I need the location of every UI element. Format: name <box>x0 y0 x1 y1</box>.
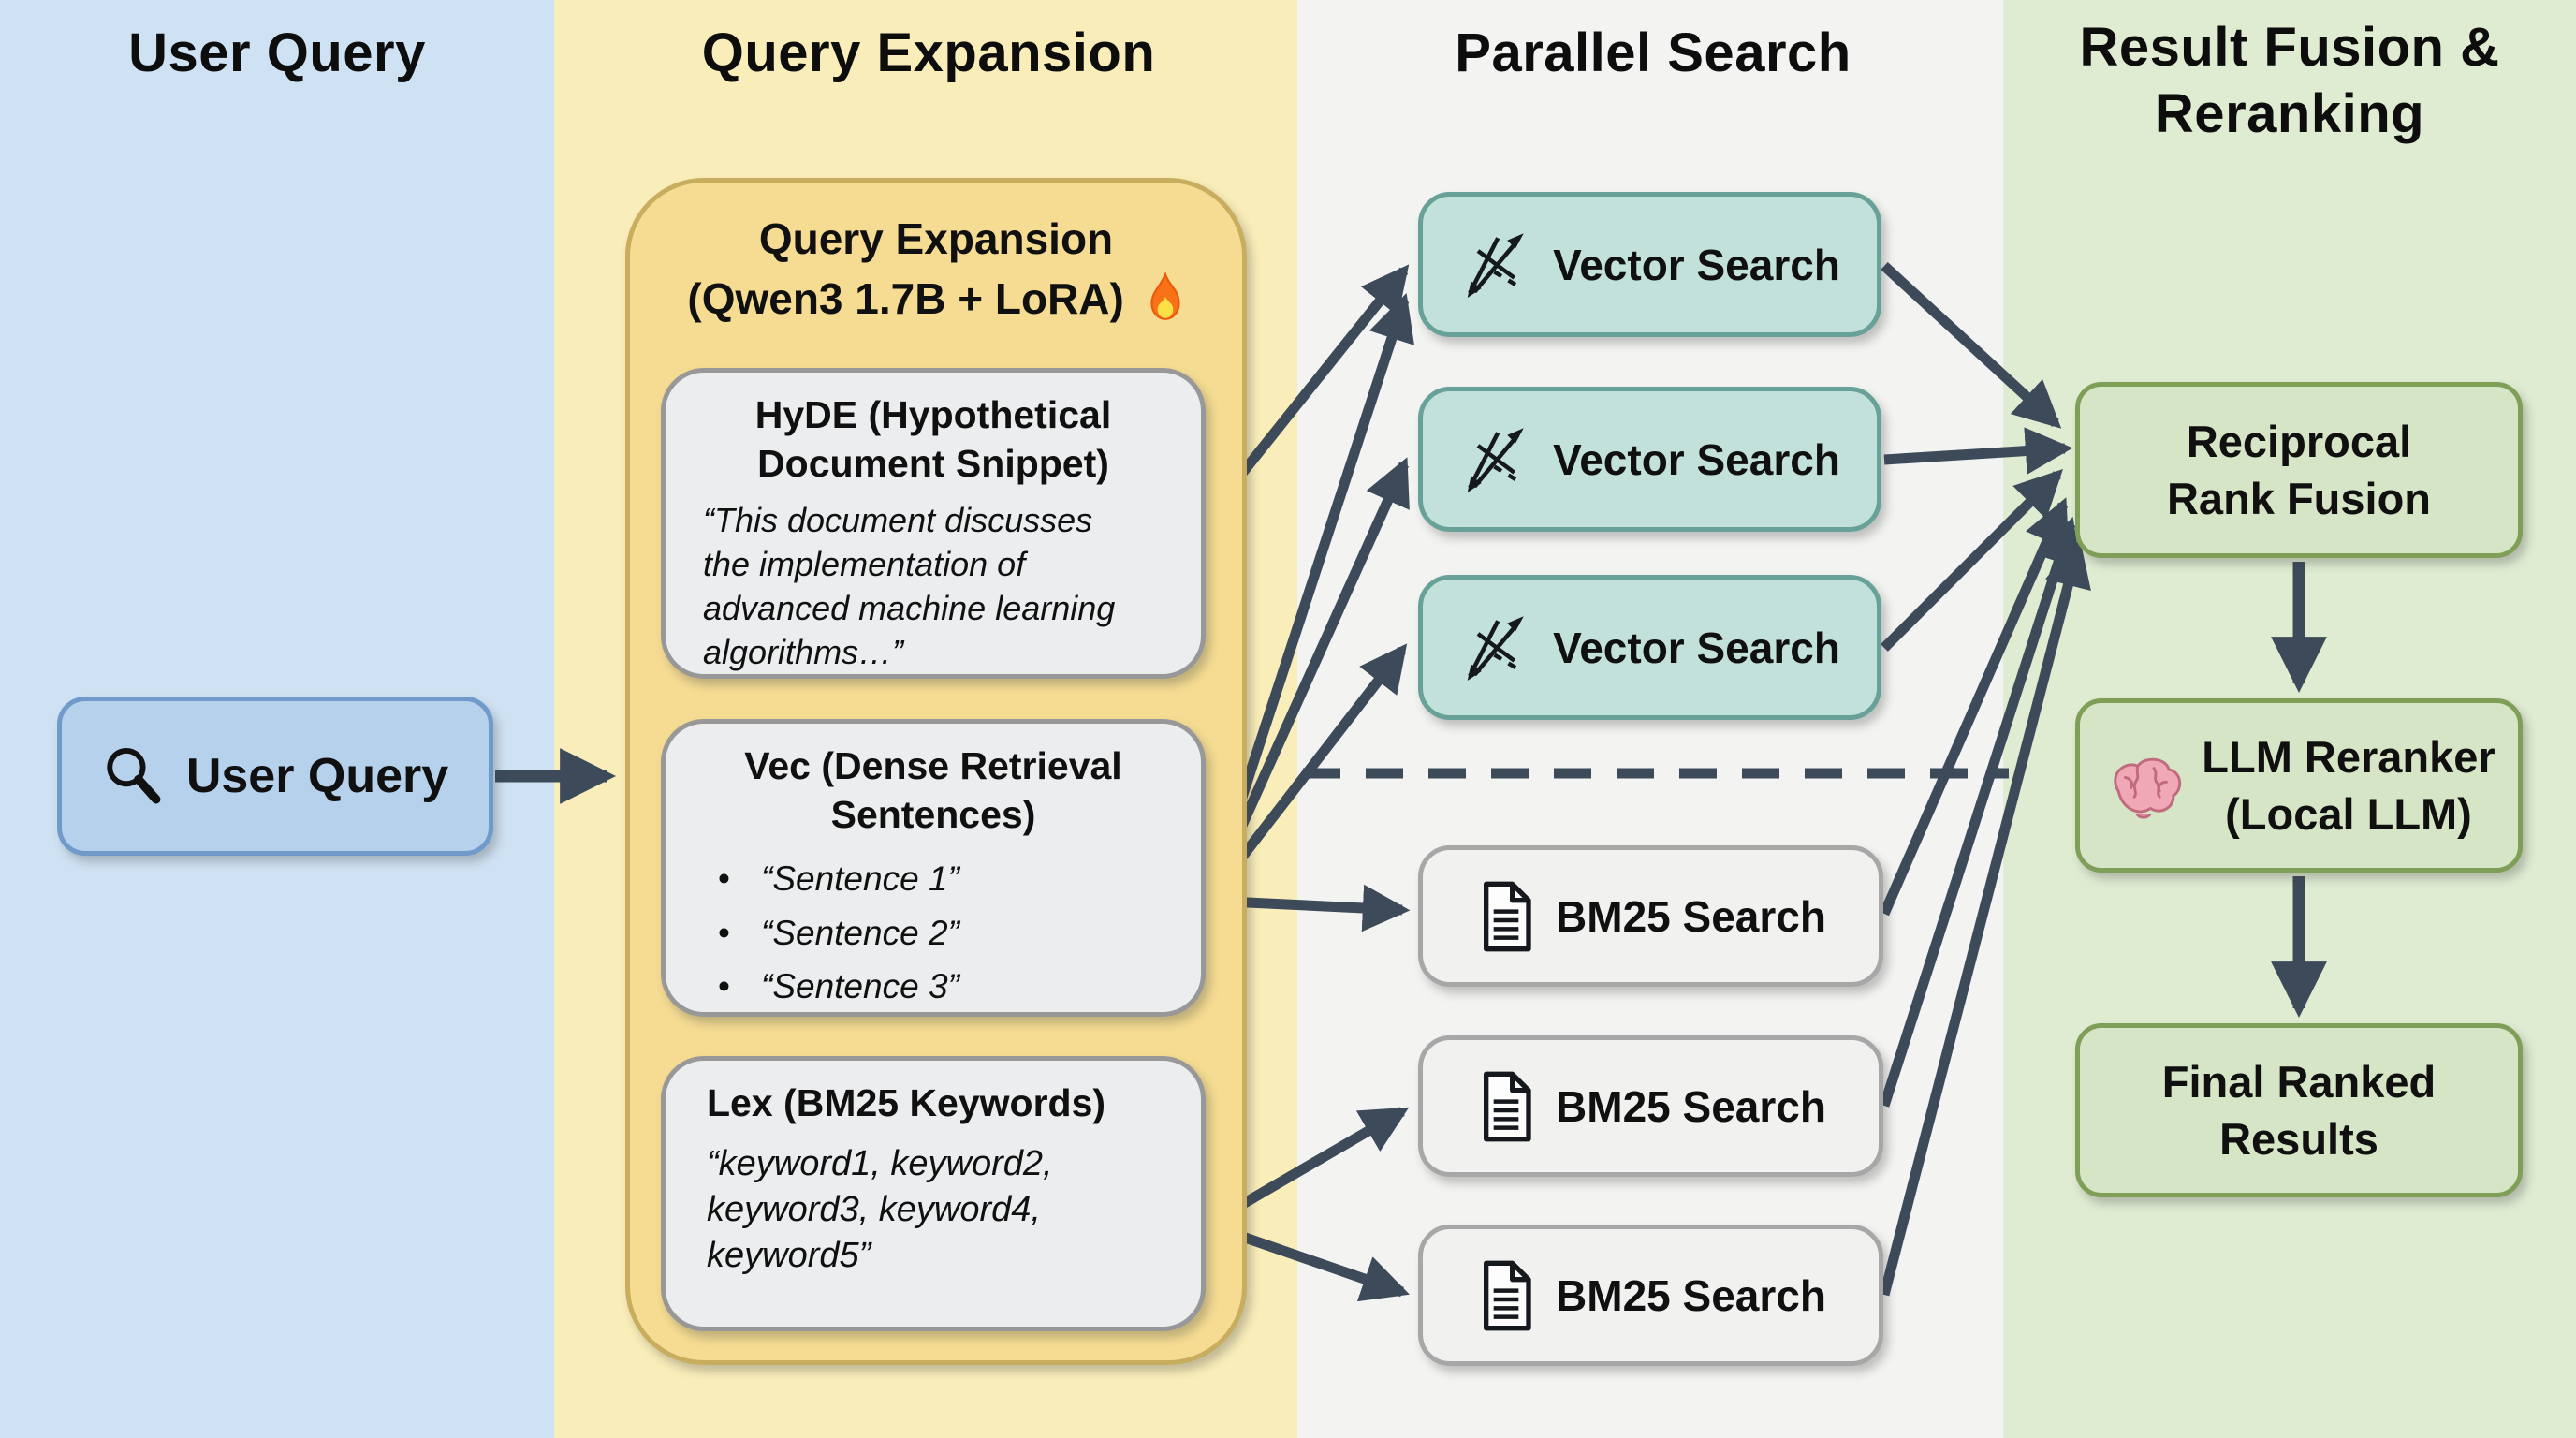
vector-search-node-1: Vector Search <box>1418 192 1881 337</box>
bm25-search-node-3: BM25 Search <box>1418 1225 1883 1366</box>
bm25-search-node-1: BM25 Search <box>1418 845 1883 987</box>
header-result-fusion: Result Fusion & Reranking <box>2018 15 2561 148</box>
document-icon <box>1484 1260 1531 1330</box>
rrf-label-line2: Rank Fusion <box>2166 474 2432 523</box>
rrf-label: Reciprocal Rank Fusion <box>2167 413 2431 527</box>
vector-arrows-icon <box>1467 427 1524 492</box>
header-user-query: User Query <box>128 22 426 83</box>
vec-sentence-item: “Sentence 1” <box>718 852 1173 905</box>
qe-title-line1: Query Expansion <box>758 214 1114 263</box>
vec-sentence-item: “Sentence 3” <box>718 960 1173 1013</box>
vec-title-line1: Vec (Dense Retrieval <box>744 744 1122 787</box>
bm25-search-label: BM25 Search <box>1556 1270 1826 1320</box>
final-results-label-line2: Results <box>2219 1114 2378 1164</box>
header-query-expansion: Query Expansion <box>701 22 1156 83</box>
vector-search-node-3: Vector Search <box>1418 575 1881 720</box>
vector-search-label: Vector Search <box>1553 434 1840 484</box>
hyde-title: HyDE (Hypothetical Document Snippet) <box>666 373 1201 488</box>
vec-title-line2: Sentences) <box>830 792 1036 836</box>
lex-node: Lex (BM25 Keywords) “keyword1, keyword2,… <box>661 1056 1206 1331</box>
bm25-search-node-2: BM25 Search <box>1418 1035 1883 1177</box>
vector-search-node-2: Vector Search <box>1418 387 1881 532</box>
final-results-label: Final Ranked Results <box>2162 1053 2437 1167</box>
final-results-label-line1: Final Ranked <box>2161 1056 2437 1107</box>
document-icon <box>1484 1071 1531 1141</box>
vector-arrows-icon <box>1467 232 1524 298</box>
vector-search-label: Vector Search <box>1553 240 1840 289</box>
vector-arrows-icon <box>1467 615 1524 681</box>
query-expansion-group-title: Query Expansion (Qwen3 1.7B + LoRA) <box>630 183 1242 330</box>
hyde-snippet-text: “This document discusses the implementat… <box>703 501 1116 671</box>
reciprocal-rank-fusion-node: Reciprocal Rank Fusion <box>2075 382 2523 558</box>
vector-search-label: Vector Search <box>1553 623 1840 672</box>
hyde-title-line2: Document Snippet) <box>757 441 1109 485</box>
hyde-title-line1: HyDE (Hypothetical <box>754 393 1112 436</box>
vec-node: Vec (Dense Retrieval Sentences) “Sentenc… <box>661 719 1206 1017</box>
qe-title-line2: (Qwen3 1.7B + LoRA) <box>687 274 1124 324</box>
document-icon <box>1484 881 1531 951</box>
llm-reranker-label-line2: (Local LLM) <box>2225 789 2472 839</box>
final-ranked-results-node: Final Ranked Results <box>2075 1023 2523 1197</box>
llm-reranker-label-line1: LLM Reranker <box>2202 731 2496 782</box>
header-parallel-search: Parallel Search <box>1455 22 1852 83</box>
llm-reranker-label: LLM Reranker (Local LLM) <box>2202 728 2495 843</box>
vec-sentence-list: “Sentence 1” “Sentence 2” “Sentence 3” <box>666 852 1201 1013</box>
search-icon <box>107 747 161 804</box>
hyde-node: HyDE (Hypothetical Document Snippet) “Th… <box>661 368 1206 679</box>
bm25-search-label: BM25 Search <box>1556 891 1826 941</box>
header-result-fusion-line1: Result Fusion & <box>2079 17 2500 78</box>
lex-title: Lex (BM25 Keywords) <box>707 1081 1106 1124</box>
vec-title: Vec (Dense Retrieval Sentences) <box>666 724 1201 839</box>
bm25-search-label: BM25 Search <box>1556 1081 1826 1131</box>
vec-sentence-item: “Sentence 2” <box>718 906 1173 960</box>
lex-keywords-text: “keyword1, keyword2, keyword3, keyword4,… <box>707 1143 1053 1276</box>
user-query-label: User Query <box>185 749 449 803</box>
rrf-label-line1: Reciprocal <box>2186 416 2412 466</box>
flame-icon <box>1150 271 1180 321</box>
user-query-node: User Query <box>57 697 493 856</box>
brain-icon <box>2114 757 2182 819</box>
llm-reranker-node: LLM Reranker (Local LLM) <box>2075 698 2523 873</box>
header-result-fusion-line2: Reranking <box>2154 82 2425 144</box>
